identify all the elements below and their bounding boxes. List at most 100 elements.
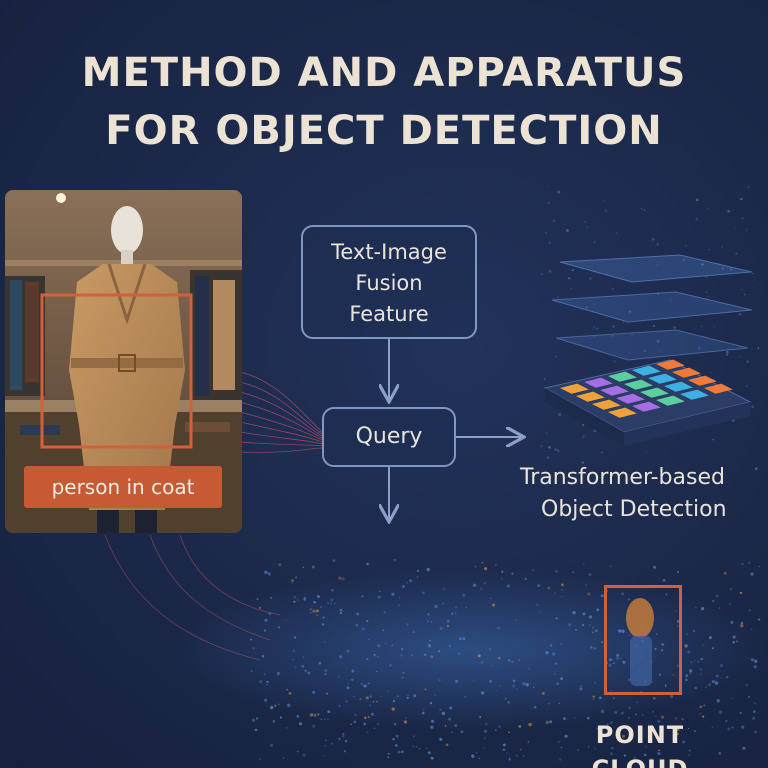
cloud-point xyxy=(424,688,427,691)
cloud-point xyxy=(483,582,486,585)
cloud-point xyxy=(365,696,369,700)
cloud-point xyxy=(325,692,329,696)
grid-cell xyxy=(608,371,637,382)
cloud-point xyxy=(296,714,300,718)
cloud-point xyxy=(554,448,557,451)
cloud-point xyxy=(338,704,341,707)
cloud-point xyxy=(412,630,415,634)
cloud-point xyxy=(628,310,632,313)
cloud-point xyxy=(598,696,602,700)
grid-cell xyxy=(616,393,645,404)
cloud-point xyxy=(377,723,380,726)
cloud-point xyxy=(278,703,280,706)
cloud-point xyxy=(736,640,739,643)
cloud-point xyxy=(421,711,425,715)
cloud-point xyxy=(592,698,595,701)
cloud-point xyxy=(406,696,409,700)
cloud-point xyxy=(323,718,326,720)
cloud-point xyxy=(639,727,643,731)
cloud-point xyxy=(266,680,269,684)
cloud-point xyxy=(708,249,710,251)
cloud-point xyxy=(549,644,553,647)
cloud-point xyxy=(740,624,744,628)
cloud-point xyxy=(441,602,444,605)
cloud-point xyxy=(354,713,357,716)
cloud-point xyxy=(589,624,591,627)
cloud-point xyxy=(585,306,588,309)
cloud-point xyxy=(427,644,432,648)
cloud-point xyxy=(685,244,687,247)
cloud-point xyxy=(402,676,404,679)
cloud-point xyxy=(406,623,409,626)
cloud-point xyxy=(685,678,688,682)
cloud-point xyxy=(627,716,630,719)
cloud-point xyxy=(263,673,266,676)
cloud-point xyxy=(413,735,415,738)
cloud-point xyxy=(591,626,595,629)
cloud-point xyxy=(429,701,433,705)
cloud-point xyxy=(292,658,294,661)
query-box: Query xyxy=(322,407,456,467)
cloud-point xyxy=(309,612,312,614)
cloud-point xyxy=(695,607,697,609)
cloud-point xyxy=(554,592,556,594)
cloud-point xyxy=(662,578,666,582)
cloud-point xyxy=(705,686,707,688)
cloud-point xyxy=(515,688,518,691)
cloud-point xyxy=(560,583,564,587)
cloud-point xyxy=(508,659,511,662)
cloud-point xyxy=(496,626,501,630)
cloud-point xyxy=(660,649,664,652)
cloud-point xyxy=(261,655,265,658)
cloud-point xyxy=(256,598,259,601)
cloud-point xyxy=(563,717,566,720)
cloud-point xyxy=(571,269,575,272)
cloud-point xyxy=(369,704,371,707)
cloud-point xyxy=(479,716,482,718)
cloud-point xyxy=(601,641,603,644)
cloud-point xyxy=(337,675,340,678)
cloud-point xyxy=(715,594,719,598)
cloud-point xyxy=(460,730,464,734)
cloud-point xyxy=(586,226,588,228)
cloud-point xyxy=(636,701,638,703)
cloud-point xyxy=(621,629,625,633)
cloud-point xyxy=(719,677,722,679)
cloud-point xyxy=(718,752,722,755)
cloud-point xyxy=(645,746,647,748)
cloud-point xyxy=(658,349,660,351)
cloud-point xyxy=(596,327,599,330)
cloud-point xyxy=(712,438,715,441)
cloud-point xyxy=(327,602,330,605)
cloud-point xyxy=(616,657,619,660)
cloud-point xyxy=(609,721,613,725)
cloud-point xyxy=(323,754,325,757)
cloud-point xyxy=(621,711,624,715)
cloud-point xyxy=(488,648,491,651)
point-cloud-bbox xyxy=(604,585,682,695)
cloud-point xyxy=(410,654,413,656)
cloud-point xyxy=(631,333,633,336)
cloud-point xyxy=(596,727,599,730)
cloud-point xyxy=(674,610,677,612)
cloud-point xyxy=(682,258,685,261)
page-title: METHOD AND APPARATUS FOR OBJECT DETECTIO… xyxy=(0,44,768,160)
cloud-point xyxy=(688,749,691,752)
cloud-point xyxy=(656,264,659,266)
grid-cell xyxy=(656,395,685,406)
cloud-point xyxy=(640,208,643,210)
cloud-point xyxy=(472,680,475,682)
cloud-point xyxy=(555,662,558,665)
cloud-point xyxy=(611,334,614,337)
cloud-point xyxy=(656,243,659,246)
cloud-point xyxy=(442,588,446,591)
cloud-point xyxy=(547,586,551,590)
cloud-point xyxy=(316,614,319,617)
cloud-point xyxy=(481,561,484,564)
grid-cell xyxy=(664,381,693,392)
cloud-point xyxy=(758,565,760,568)
grid-cell xyxy=(688,375,717,386)
cloud-point xyxy=(426,567,430,572)
cloud-point xyxy=(593,335,596,338)
fusion-line-3: Feature xyxy=(349,302,429,326)
